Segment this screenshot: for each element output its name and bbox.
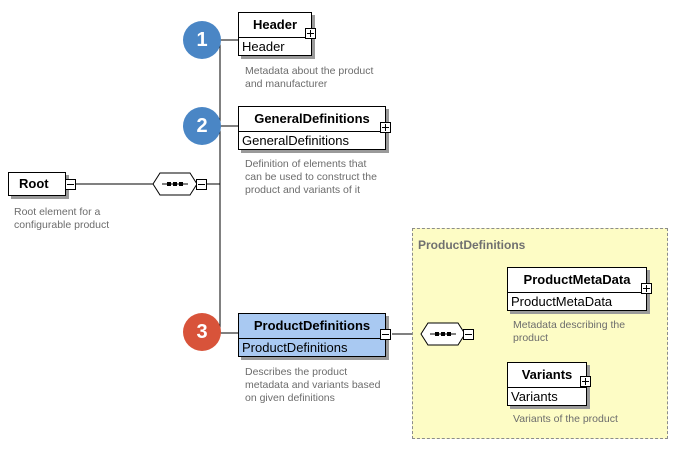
element-type: GeneralDefinitions <box>239 131 385 149</box>
plus-icon[interactable] <box>641 283 652 294</box>
badge-1: 1 <box>183 21 221 59</box>
minus-icon[interactable] <box>463 329 474 340</box>
element-type: ProductMetaData <box>508 292 646 310</box>
element-name: GeneralDefinitions <box>254 111 370 126</box>
badge-2: 2 <box>183 107 221 145</box>
sequence-icon[interactable] <box>152 172 198 196</box>
element-name: Variants <box>521 367 573 382</box>
header-element[interactable]: Header Header <box>238 12 312 56</box>
root-name: Root <box>19 176 49 191</box>
plus-icon[interactable] <box>580 376 591 387</box>
badge-3: 3 <box>183 313 221 351</box>
group-title: ProductDefinitions <box>418 238 526 252</box>
element-type: Header <box>239 37 311 55</box>
generaldefinitions-element[interactable]: GeneralDefinitions GeneralDefinitions <box>238 106 386 150</box>
element-description: Metadata describing the product <box>513 319 626 344</box>
plus-icon[interactable] <box>305 28 316 39</box>
element-type: Variants <box>508 387 586 405</box>
element-description: Describes the product metadata and varia… <box>245 366 381 404</box>
variants-element[interactable]: Variants Variants <box>507 362 587 406</box>
productmetadata-element[interactable]: ProductMetaData ProductMetaData <box>507 267 647 311</box>
plus-icon[interactable] <box>380 122 391 133</box>
minus-icon[interactable] <box>65 179 76 190</box>
sequence-icon[interactable] <box>420 322 466 346</box>
root-node[interactable]: Root <box>8 172 66 196</box>
element-description: Definition of elements that can be used … <box>245 158 377 196</box>
element-description: Variants of the product <box>513 413 618 425</box>
element-name: ProductMetaData <box>523 272 631 287</box>
element-description: Metadata about the product and manufactu… <box>245 65 374 90</box>
element-name: ProductDefinitions <box>253 318 371 333</box>
root-description: Root element for a configurable product <box>14 206 110 231</box>
element-type: ProductDefinitions <box>239 338 385 356</box>
minus-icon[interactable] <box>380 329 391 340</box>
productdefinitions-element[interactable]: ProductDefinitions ProductDefinitions <box>238 313 386 357</box>
minus-icon[interactable] <box>196 179 207 190</box>
element-name: Header <box>252 17 298 32</box>
